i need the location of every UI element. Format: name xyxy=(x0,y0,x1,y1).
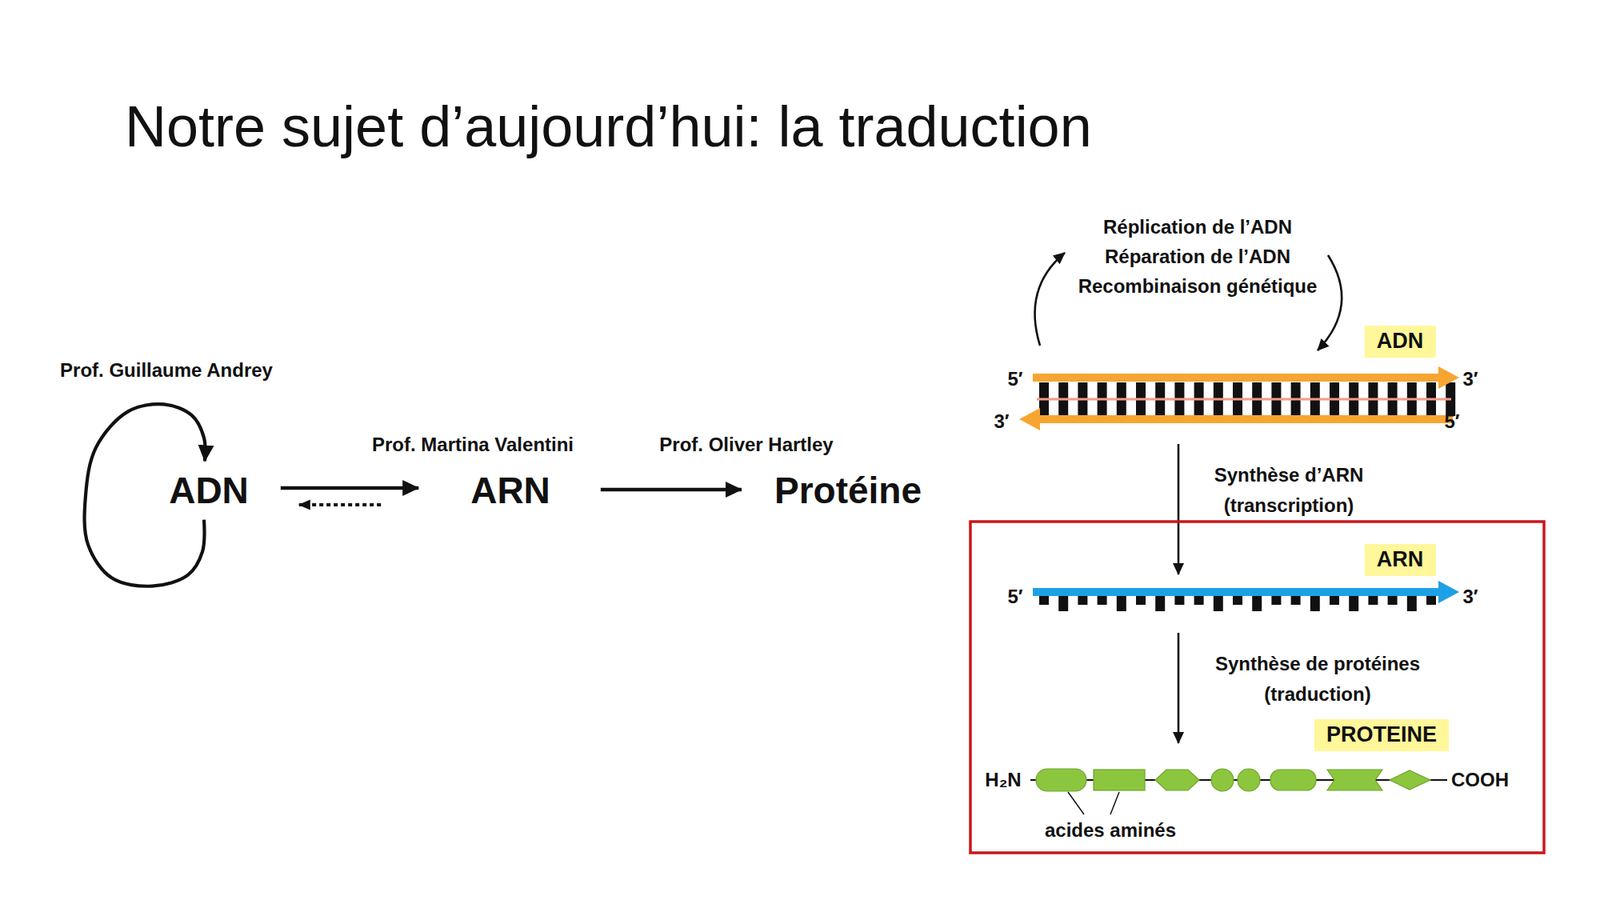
rna-strand xyxy=(1032,588,1442,596)
process-name: Réparation de l’ADN xyxy=(1104,241,1291,272)
strand-end: 3′ xyxy=(1462,364,1478,395)
process-arrow xyxy=(1177,444,1180,575)
node-text: ADN xyxy=(1376,328,1424,356)
rna-bases xyxy=(1039,595,1436,612)
rna-base xyxy=(1291,595,1301,605)
strand-end: 5′ xyxy=(1007,364,1023,395)
dna-strand xyxy=(1036,415,1453,424)
molecule-tag: ARN xyxy=(1364,544,1436,576)
node-text: ARN xyxy=(1376,546,1424,574)
amino-acid xyxy=(1327,769,1383,791)
strand-head xyxy=(1019,408,1040,431)
molecule-tag: ADN xyxy=(1364,325,1436,358)
strand-end: 5′ xyxy=(1007,581,1023,612)
molecule-tag: PROTEINE xyxy=(1314,719,1449,752)
amino-acids xyxy=(1036,768,1431,792)
rna-base xyxy=(1348,595,1359,612)
rna-base xyxy=(1116,595,1127,612)
flow-arrow xyxy=(280,486,419,491)
process-name: Synthèse de protéines (traduction) xyxy=(1185,648,1450,711)
amino-acid xyxy=(1389,770,1431,790)
professor-name: Prof. Guillaume Andrey xyxy=(60,359,273,382)
rna-base xyxy=(1388,595,1398,605)
professor-name: Prof. Martina Valentini xyxy=(372,433,574,456)
rna-base xyxy=(1368,595,1378,605)
node-text: ADN xyxy=(168,468,249,513)
process-name: Synthèse d’ARN (transcription) xyxy=(1188,460,1389,522)
amino-acid xyxy=(1211,768,1234,792)
process-arrow xyxy=(1177,632,1180,744)
rna-base xyxy=(1407,595,1417,612)
flow-arrow xyxy=(299,503,381,507)
strand-end: 3′ xyxy=(1462,581,1478,612)
molecule-label: ADN xyxy=(168,468,249,513)
rna-base xyxy=(1174,595,1184,605)
node-text: Protéine xyxy=(774,468,922,513)
terminus-label: COOH xyxy=(1451,764,1509,796)
highlight-frame xyxy=(970,521,1544,853)
cycle-arrow xyxy=(1035,252,1065,346)
strand-end: 5′ xyxy=(1444,406,1460,437)
rna-base xyxy=(1039,595,1049,605)
slide-title: Notre sujet d’aujourd’hui: la traduction xyxy=(124,97,1092,156)
amino-acid xyxy=(1155,769,1200,791)
amino-acid xyxy=(1270,769,1316,791)
amino-acid xyxy=(1237,768,1260,792)
rna-base xyxy=(1097,595,1108,605)
rna-base xyxy=(1155,595,1165,612)
flow-arrow xyxy=(600,488,742,492)
leader-line xyxy=(1068,792,1084,815)
rna-base xyxy=(1426,595,1436,605)
terminus-label: H₂N xyxy=(984,764,1021,796)
molecule-label: Protéine xyxy=(774,468,922,513)
rna-base xyxy=(1077,595,1088,605)
process-name: Recombinaison génétique xyxy=(1078,271,1318,302)
rna-base xyxy=(1271,595,1281,605)
rna-base xyxy=(1136,595,1146,605)
rna-base xyxy=(1232,595,1243,605)
amino-acid xyxy=(1036,768,1087,792)
node-text: PROTEINE xyxy=(1326,721,1437,749)
node-text: ARN xyxy=(470,468,551,513)
hydrogen-bonds xyxy=(1036,398,1452,401)
rna-base xyxy=(1252,595,1262,612)
rna-base xyxy=(1329,595,1340,605)
amino-acid xyxy=(1093,769,1145,791)
callout-text: acides aminés xyxy=(1044,815,1176,846)
dna-strand xyxy=(1032,373,1442,382)
leader-line xyxy=(1110,792,1120,815)
rna-base xyxy=(1310,595,1320,612)
rna-base xyxy=(1213,595,1224,612)
professor-name: Prof. Oliver Hartley xyxy=(659,433,833,456)
cycle-arrow xyxy=(1317,255,1342,351)
molecule-label: ARN xyxy=(470,468,551,513)
rna-base xyxy=(1058,595,1068,612)
strand-head xyxy=(1438,366,1460,389)
rna-base xyxy=(1194,595,1204,605)
strand-end: 3′ xyxy=(993,406,1009,437)
process-name: Réplication de l’ADN xyxy=(1103,212,1292,243)
strand-head xyxy=(1438,580,1460,604)
